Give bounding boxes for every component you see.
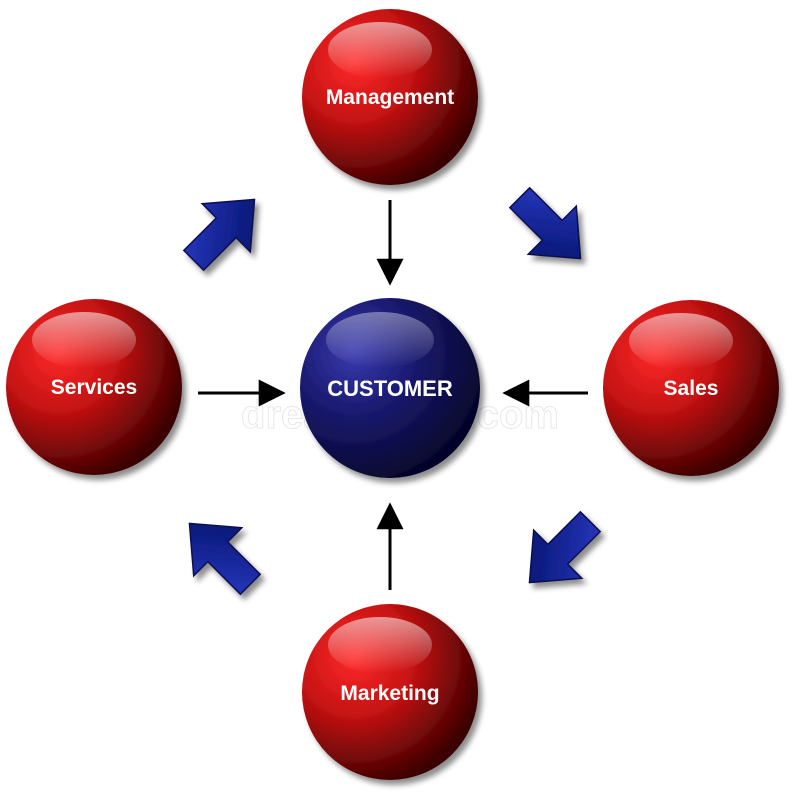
node-label-services: Services (51, 376, 137, 399)
node-marketing: Marketing (302, 604, 478, 780)
node-management: Management (302, 9, 478, 185)
node-label-management: Management (326, 86, 454, 109)
node-customer: CUSTOMER (300, 298, 480, 478)
cycle-arrow-sales-to-marketing (528, 510, 602, 584)
node-label-customer: CUSTOMER (327, 376, 453, 401)
cycle-arrow-services-to-management (182, 198, 256, 272)
node-label-marketing: Marketing (340, 682, 439, 705)
node-label-sales: Sales (664, 377, 719, 400)
node-services: Services (6, 299, 182, 475)
cycle-arrow-marketing-to-services (188, 522, 262, 596)
cycle-arrow-management-to-sales (508, 186, 582, 260)
connector-arrows (198, 200, 588, 590)
node-sales: Sales (603, 300, 779, 476)
cycle-arrows (182, 186, 602, 596)
